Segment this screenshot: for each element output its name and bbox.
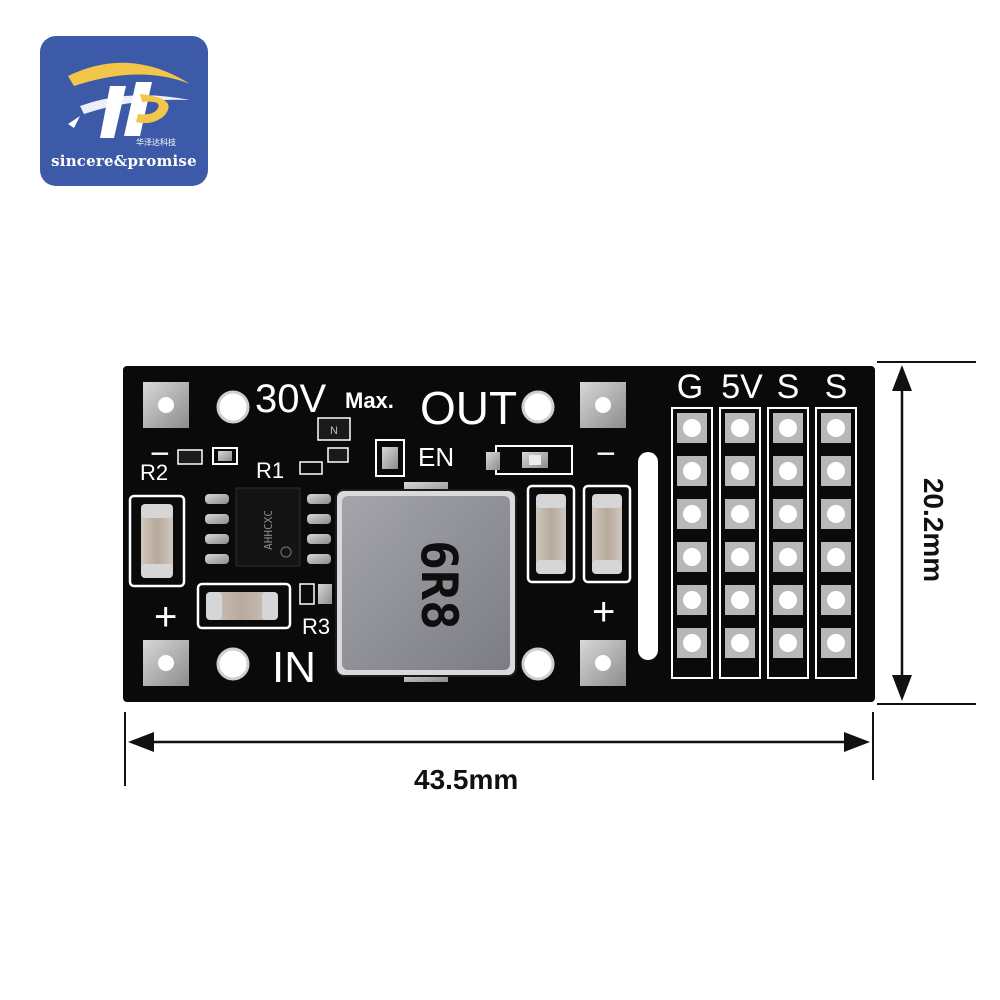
output-plus-pad (580, 640, 626, 686)
header-pin-hole (827, 462, 845, 480)
logo-mark-icon (68, 62, 190, 138)
header-pin-hole (683, 462, 701, 480)
ic-marking: AHHCXC (262, 510, 275, 550)
regulator-ic: AHHCXC (205, 487, 331, 567)
out-label: OUT (420, 382, 517, 434)
arrow-down-icon (892, 675, 912, 701)
plus-left-label: + (154, 595, 177, 639)
r2-label: R2 (140, 460, 168, 485)
output-minus-pad (580, 382, 626, 428)
arrow-left-icon (128, 732, 154, 752)
small-chip-marking: N (330, 425, 338, 437)
header-column (671, 407, 713, 679)
board-slot (638, 452, 658, 660)
header-pin-hole (731, 505, 749, 523)
header-column (767, 407, 809, 679)
voltage-label: 30V (255, 377, 326, 421)
header-pin-hole (731, 419, 749, 437)
header-pin-hole (779, 419, 797, 437)
header-column (719, 407, 761, 679)
header-pin-hole (731, 548, 749, 566)
header-pin-hole (827, 548, 845, 566)
arrow-up-icon (892, 365, 912, 391)
logo-brand-text: sincere&promise (51, 152, 197, 170)
mounting-hole (521, 390, 555, 424)
output-capacitor-1 (526, 484, 576, 584)
header-pin-hole (779, 591, 797, 609)
arrow-right-icon (844, 732, 870, 752)
mounting-hole (216, 647, 250, 681)
header-pin-grid (671, 407, 857, 679)
logo-swoosh-icon (68, 62, 190, 86)
header-pin-hole (827, 419, 845, 437)
input-minus-pad (143, 382, 189, 428)
header-pin-hole (683, 591, 701, 609)
height-label: 20.2mm (918, 477, 949, 583)
en-label: EN (418, 442, 454, 472)
in-label: IN (272, 643, 316, 692)
header-column (815, 407, 857, 679)
bootstrap-capacitor (196, 582, 292, 630)
header-pin-hole (779, 462, 797, 480)
header-pin-hole (779, 548, 797, 566)
output-capacitor-2 (582, 484, 632, 584)
header-label-s1: S (777, 368, 800, 406)
mounting-hole (216, 390, 250, 424)
max-label: Max. (345, 388, 394, 413)
header-pin-hole (827, 505, 845, 523)
header-pin-hole (731, 591, 749, 609)
header-pin-hole (683, 634, 701, 652)
mounting-hole (521, 647, 555, 681)
header-pin-hole (827, 591, 845, 609)
header-labels: G 5V S S (677, 368, 848, 406)
header-pin-hole (683, 548, 701, 566)
header-pin-hole (779, 505, 797, 523)
header-pin-hole (731, 634, 749, 652)
brand-logo: 华泽达科技 sincere&promise (40, 36, 208, 186)
header-pin-hole (683, 505, 701, 523)
minus-right-label: − (596, 435, 616, 473)
inductor-marking: 6R8 (410, 540, 468, 630)
power-inductor: 6R8 (335, 482, 517, 682)
header-pin-hole (683, 419, 701, 437)
input-plus-pad (143, 640, 189, 686)
header-pin-hole (827, 634, 845, 652)
header-label-s2: S (825, 368, 848, 406)
header-pin-hole (731, 462, 749, 480)
logo-chinese-text: 华泽达科技 (136, 138, 176, 147)
r1-label: R1 (256, 458, 284, 483)
plus-right-label: + (592, 590, 615, 634)
header-pin-hole (779, 634, 797, 652)
width-label: 43.5mm (414, 764, 519, 795)
input-capacitor (128, 494, 186, 588)
r3-label: R3 (302, 614, 330, 639)
header-label-5v: 5V (721, 368, 763, 406)
height-dimension (877, 361, 976, 705)
width-dimension (124, 712, 874, 786)
minus-left-label: − (150, 435, 170, 473)
header-label-g: G (677, 368, 703, 406)
